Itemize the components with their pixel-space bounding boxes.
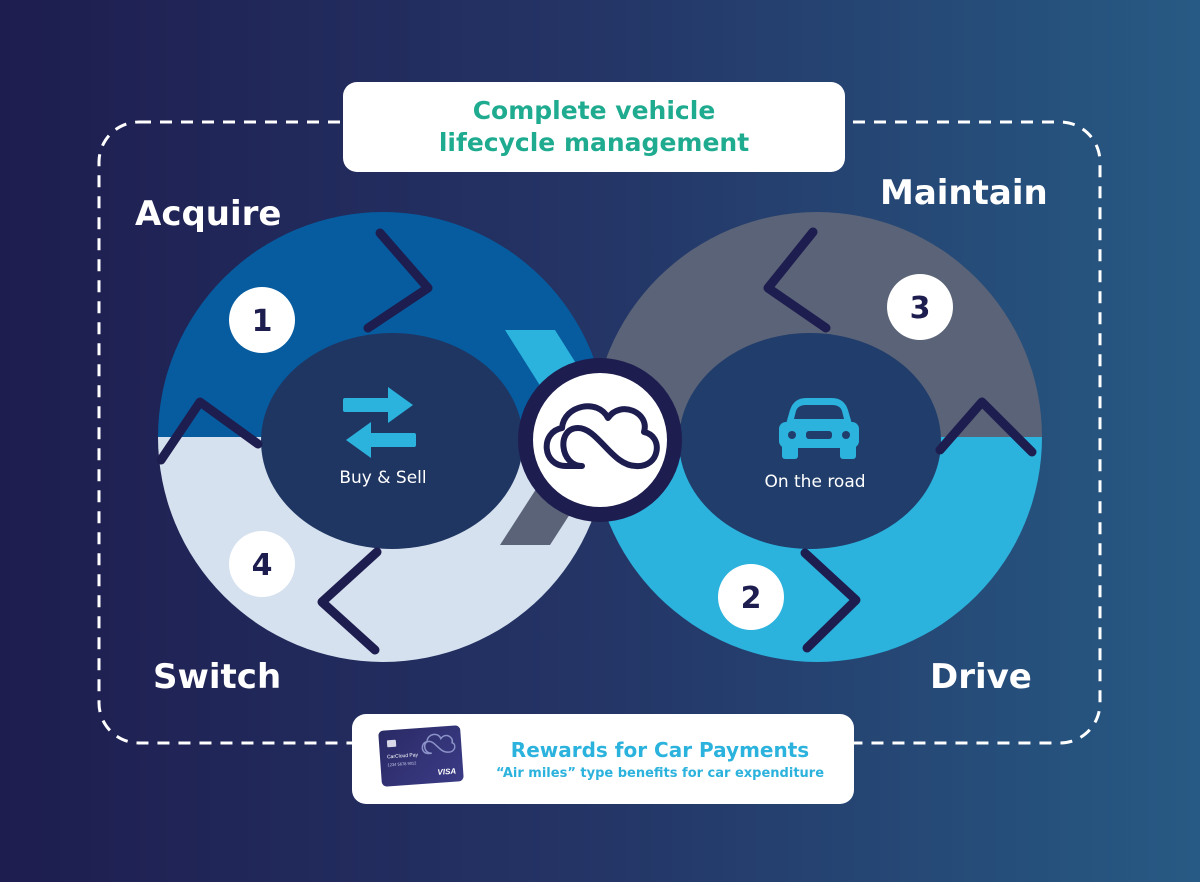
title-box: Complete vehicle lifecycle management [343,82,845,172]
stage-acquire-label: Acquire [135,194,282,234]
step-2-badge: 2 [718,564,784,630]
on-the-road-caption: On the road [764,472,866,492]
chevron-maintain-icon [763,227,831,333]
stage-drive-label: Drive [930,657,1032,697]
rewards-subtitle: “Air miles” type benefits for car expend… [495,766,825,781]
step-1-number: 1 [252,304,273,339]
chevron-drive-bottom-icon [800,548,861,653]
title-line-1: Complete vehicle [472,96,716,125]
swap-arrows-icon [343,387,416,458]
card-network: VISA [437,766,457,777]
chevron-acquire-icon [363,228,433,333]
step-4-number: 4 [252,548,273,583]
step-2-number: 2 [741,581,762,616]
stage-maintain-label: Maintain [880,173,1048,213]
card-brand: CarCloud Pay [386,752,419,761]
step-4-badge: 4 [229,531,295,597]
buy-sell-caption: Buy & Sell [339,468,427,488]
rewards-box: CarCloud Pay 1234 5678 9012 VISA Rewards… [352,714,854,804]
rewards-title: Rewards for Car Payments [510,738,810,762]
chevron-drive-icon [935,397,1037,457]
car-icon [779,398,859,459]
chevron-switch-icon [156,397,263,465]
step-3-badge: 3 [887,274,953,340]
title-line-2: lifecycle management [438,128,750,157]
card-chip [386,739,397,748]
card-cloud-logo-icon [421,733,456,755]
step-1-badge: 1 [229,287,295,353]
chevron-switch-bottom-icon [317,547,382,655]
step-3-number: 3 [910,291,931,326]
cloud-infinity-logo-icon [518,358,682,522]
card-number: 1234 5678 9012 [387,760,417,768]
credit-card-icon: CarCloud Pay 1234 5678 9012 VISA [378,725,464,787]
stage-switch-label: Switch [153,657,282,697]
